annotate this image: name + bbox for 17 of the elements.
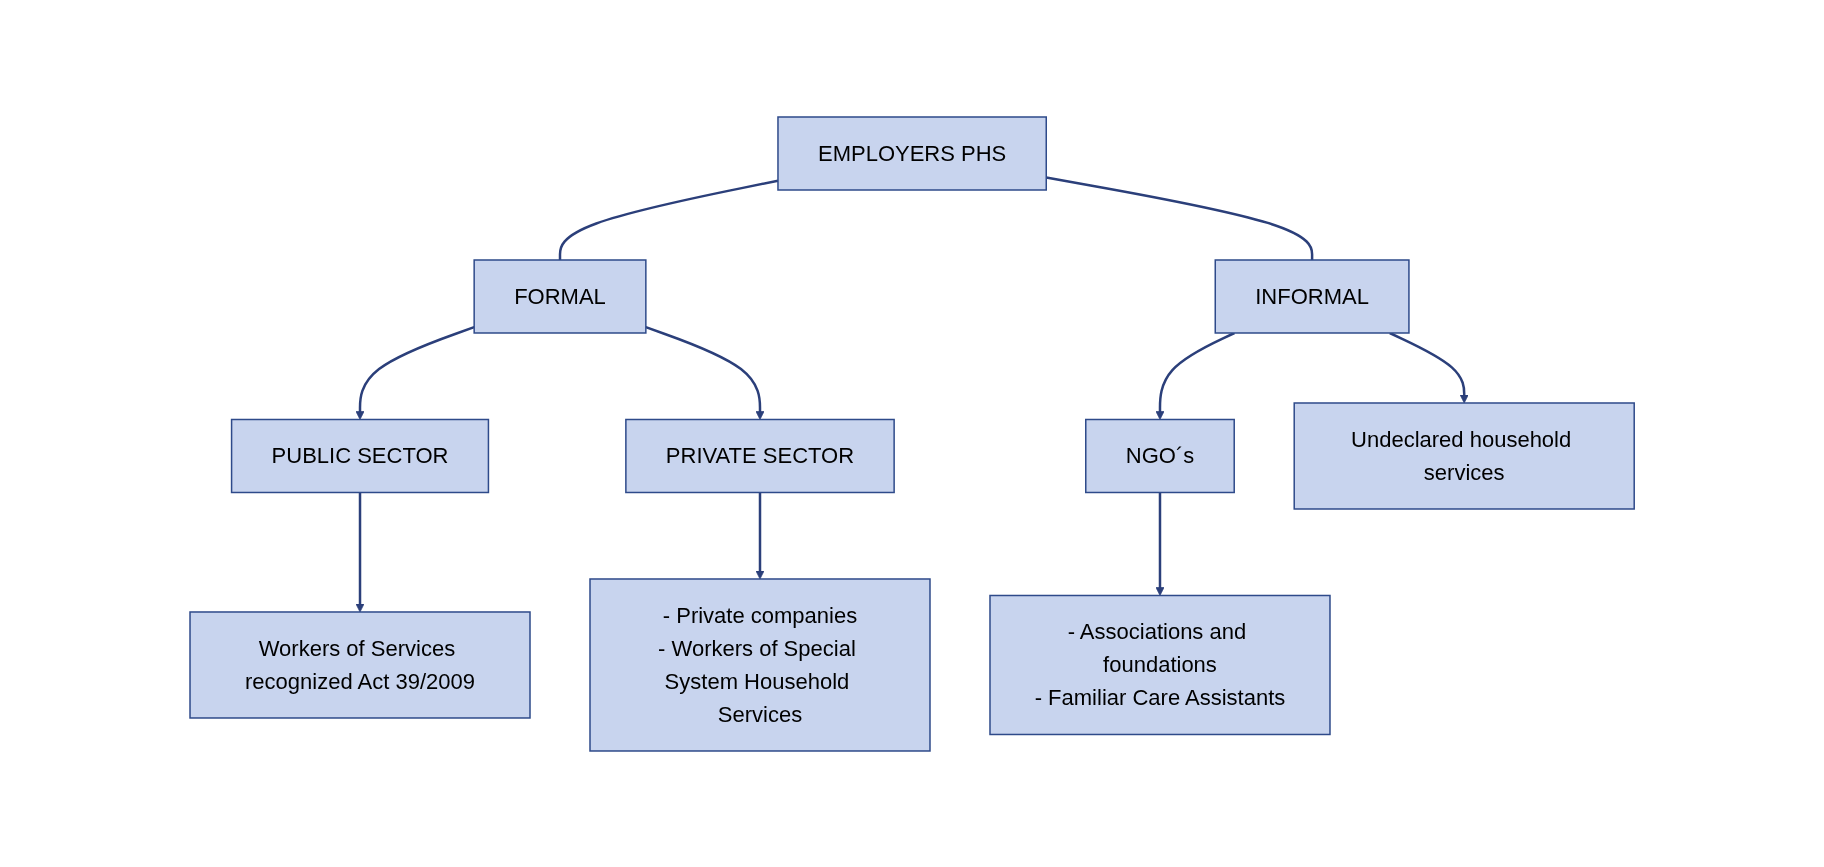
node-box: FORMAL (473, 258, 647, 334)
node-box: - Private companies - Workers of Special System Household Services (589, 577, 931, 752)
node-box: INFORMAL (1214, 258, 1410, 334)
node-box: EMPLOYERS PHS (777, 115, 1047, 191)
arrow (1389, 331, 1469, 403)
node-box: Workers of Services recognized Act 39/2009 (189, 610, 531, 719)
arrow (755, 492, 765, 579)
arrow (1155, 331, 1235, 420)
node-box: PUBLIC SECTOR (230, 418, 490, 493)
node-box: - Associations and foundations - Familiar Care Assistants (989, 594, 1331, 735)
node-box: NGO´s (1084, 418, 1235, 493)
node-box: PRIVATE SECTOR (625, 418, 895, 493)
node-box: Undeclared household services (1293, 401, 1635, 510)
arrow (355, 492, 365, 612)
arrow (645, 325, 765, 420)
arrow (355, 325, 475, 420)
arrow (1155, 492, 1165, 596)
